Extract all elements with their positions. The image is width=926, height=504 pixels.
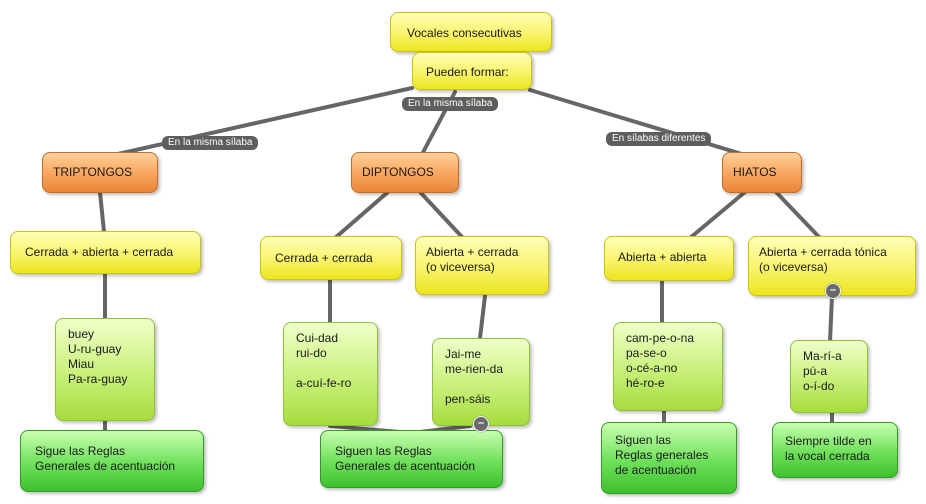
category-hiatos[interactable]: HIATOS — [722, 152, 802, 193]
accent-rule-hiatos-tonica[interactable]: Siempre tilde en la vocal cerrada — [772, 422, 898, 478]
accent-rule-hiatos-abierta[interactable]: Siguen las Reglas generales de acentuaci… — [601, 422, 737, 494]
rule-diptongos-abierta[interactable]: Abierta + cerrada (o viceversa) — [415, 236, 549, 295]
examples-hiatos-tonica[interactable]: Ma-rí-a pú-a o-í-do — [790, 340, 868, 413]
link-label-triptongos: En la misma sílaba — [162, 136, 259, 150]
examples-hiatos-abierta[interactable]: cam-pe-o-na pa-se-o o-cé-a-no hé-ro-e — [613, 322, 723, 411]
category-diptongos[interactable]: DIPTONGOS — [351, 152, 459, 193]
linker-node[interactable]: Pueden formar: — [412, 52, 532, 90]
link-label-hiatos: En sílabas diferentes — [606, 132, 712, 146]
accent-rule-triptongos[interactable]: Sigue las Reglas Generales de acentuació… — [20, 430, 204, 492]
examples-diptongos-cerrada[interactable]: Cui-dad rui-do a-cuí-fe-ro — [283, 322, 378, 426]
root-node[interactable]: Vocales consecutivas — [390, 12, 552, 52]
rule-triptongos[interactable]: Cerrada + abierta + cerrada — [10, 231, 201, 274]
rule-diptongos-cerrada[interactable]: Cerrada + cerrada — [260, 236, 402, 280]
accent-rule-diptongos[interactable]: Siguen las Reglas Generales de acentuaci… — [320, 430, 503, 488]
collapse-button-hiatos[interactable]: – — [825, 283, 841, 299]
collapse-button-diptongos[interactable]: – — [473, 416, 489, 432]
link-label-diptongos: En la misma sílaba — [402, 97, 499, 111]
examples-triptongos[interactable]: buey U-ru-guay Miau Pa-ra-guay — [55, 318, 155, 421]
category-triptongos[interactable]: TRIPTONGOS — [42, 152, 158, 193]
examples-diptongos-abierta[interactable]: Jai-me me-rien-da pen-sáis — [432, 338, 530, 426]
rule-hiatos-abierta[interactable]: Abierta + abierta — [604, 236, 734, 281]
